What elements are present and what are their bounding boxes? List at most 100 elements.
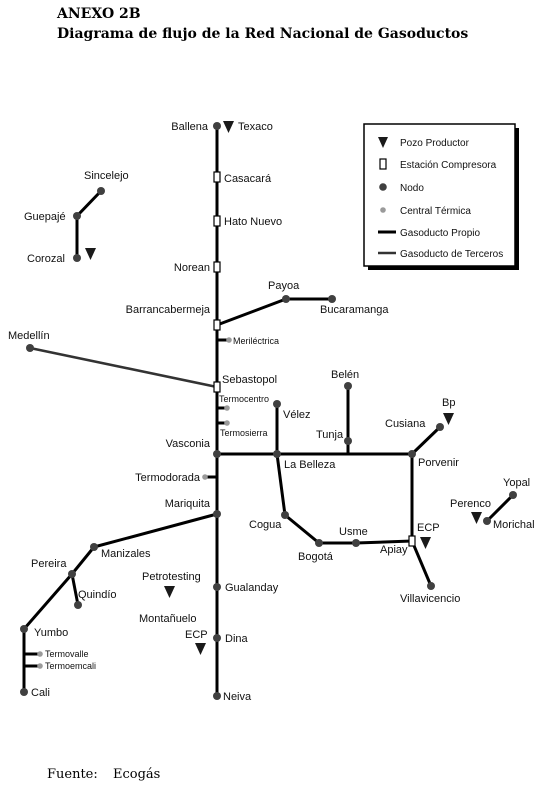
label-montanuelo: Montañuelo [139,613,197,625]
node-vasconia [213,450,221,458]
node-sincelejo [97,187,105,195]
node-pereira [68,570,76,578]
pipeline-barranca-bucaramanga [216,297,332,327]
legend-label-well: Pozo Productor [400,138,470,149]
label-termovalle: Termovalle [45,649,89,659]
label-pereira: Pereira [31,558,67,570]
node-medellin [26,344,34,352]
pipeline-medellin [29,346,218,389]
label-cali: Cali [31,687,50,699]
legend-label-node: Nodo [400,183,424,194]
node-mariquita [213,510,221,518]
node-tunja [344,437,352,445]
node-usme [352,539,360,547]
label-mariquita: Mariquita [165,498,211,510]
label-ecp-apiay: ECP [417,522,440,534]
thermal-termocentro [224,405,230,411]
label-belen: Belén [331,369,359,381]
node-guepaje [73,212,81,220]
node-ballena [213,122,221,130]
label-cogua: Cogua [249,519,282,531]
thermal-plants [37,337,232,669]
label-la-belleza: La Belleza [284,459,336,471]
place-labels: Ballena Texaco Casacará Hato Nuevo Norea… [8,121,535,703]
node-la-belleza [273,450,281,458]
label-sebastopol: Sebastopol [222,374,277,386]
well-ecp-dina-icon [195,643,206,655]
legend-well-icon [378,137,388,148]
node-porvenir [408,450,416,458]
node-velez [273,400,281,408]
label-ecp-dina: ECP [185,629,208,641]
source-value: Ecogás [113,767,160,782]
node-manizales [90,543,98,551]
pipeline-sincelejo-corozal [75,189,103,258]
label-merilectrica: Meriléctrica [233,336,279,346]
source-label: Fuente: [47,767,98,782]
label-norean: Norean [174,262,210,274]
label-bp: Bp [442,397,455,409]
node-gualanday [213,583,221,591]
node-yopal [509,491,517,499]
label-texaco: Texaco [238,121,273,133]
pipeline-yopal-morichal [485,493,515,523]
node-corozal [73,254,81,262]
label-bucaramanga: Bucaramanga [320,304,389,316]
label-termoemcali: Termoemcali [45,661,96,671]
compressor-stations [213,171,416,547]
label-tunja: Tunja [316,429,344,441]
legend-label-third-pipeline: Gasoducto de Terceros [400,249,503,260]
nodes [20,122,517,700]
annex-label: ANEXO 2B [56,6,141,22]
label-dina: Dina [225,633,249,645]
node-belen [344,382,352,390]
label-termocentro: Termocentro [219,394,269,404]
well-bp-icon [443,413,454,425]
legend-thermal-icon [380,207,386,213]
label-velez: Vélez [283,409,311,421]
label-termosierra: Termosierra [220,428,268,438]
node-neiva [213,692,221,700]
node-cogua [281,511,289,519]
well-perenco-icon [471,512,482,524]
label-perenco: Perenco [450,498,491,510]
label-corozal: Corozal [27,253,65,265]
label-apiay: Apiay [380,544,408,556]
compressor-sebastopol [213,381,221,393]
label-yumbo: Yumbo [34,627,68,639]
node-villavicencio [427,582,435,590]
compressor-apiay [408,535,416,547]
label-morichal: Morichal [493,519,535,531]
node-yumbo [20,625,28,633]
well-texaco-icon [223,121,234,133]
label-petrotesting: Petrotesting [142,571,201,583]
label-gualanday: Gualanday [225,582,279,594]
node-dina [213,634,221,642]
label-usme: Usme [339,526,368,538]
node-quindio [74,601,82,609]
thermal-termoemcali [37,663,43,669]
pipeline-quindio [70,573,80,606]
legend: Pozo Productor Estación Compresora Nodo … [363,123,519,270]
label-guepaje: Guepajé [24,211,66,223]
thermal-termovalle [37,651,43,657]
label-manizales: Manizales [101,548,151,560]
label-termodorada: Termodorada [135,472,201,484]
node-morichal [483,517,491,525]
compressor-hato-nuevo [213,215,221,227]
label-barrancabermeja: Barrancabermeja [126,304,211,316]
node-bogota [315,539,323,547]
thermal-merilectrica [226,337,232,343]
node-bucaramanga [328,295,336,303]
compressor-norean [213,261,221,273]
label-cusiana: Cusiana [385,418,426,430]
label-payoa: Payoa [268,280,300,292]
label-ballena: Ballena [171,121,209,133]
pipeline-porvenir-villavicencio [410,454,433,587]
well-corozal-icon [85,248,96,260]
producing-wells [85,121,482,655]
legend-node-icon [379,183,387,191]
label-porvenir: Porvenir [418,457,459,469]
legend-box [363,123,516,267]
